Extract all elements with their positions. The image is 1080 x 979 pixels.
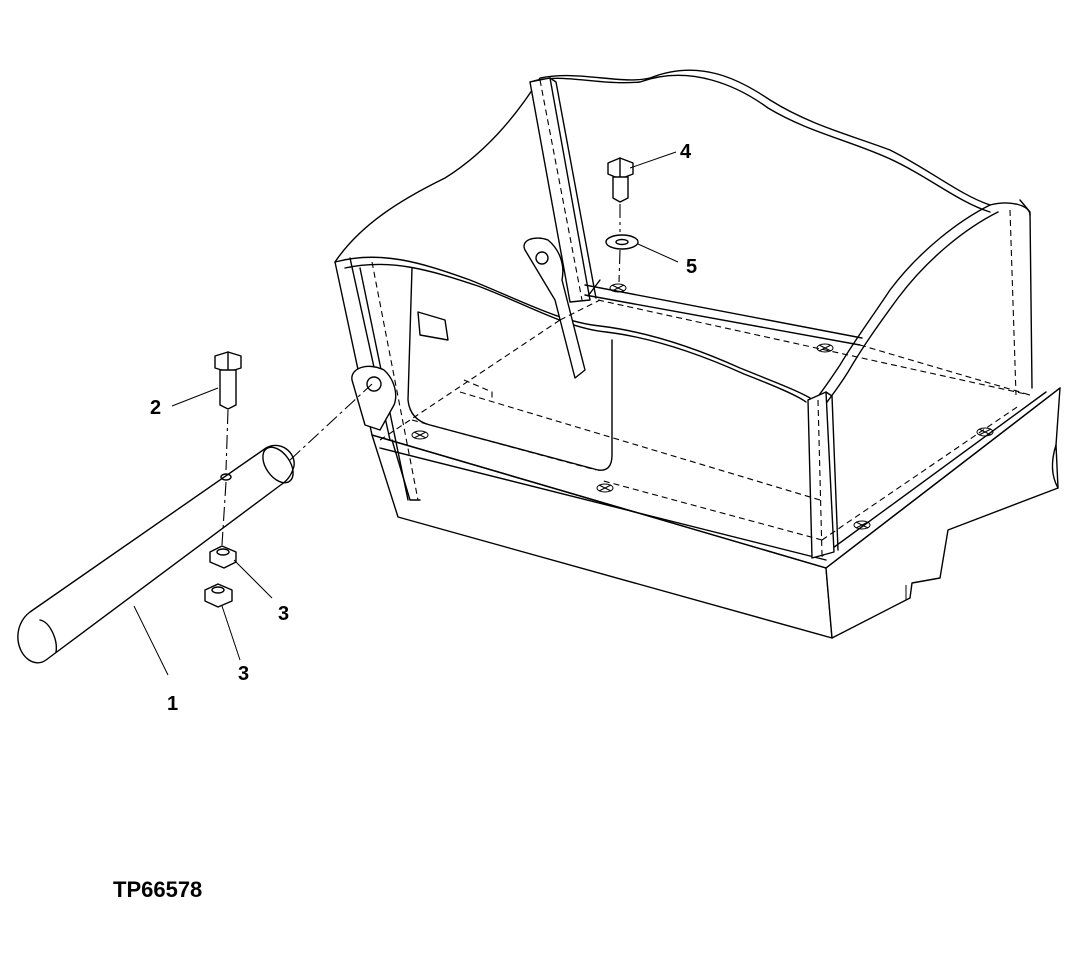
cap-screw-2 xyxy=(214,351,242,546)
cap-screw-4 xyxy=(607,157,634,283)
base-platform xyxy=(371,387,1061,639)
callout-3-upper: 3 xyxy=(278,603,289,625)
leader-lines xyxy=(133,151,679,676)
mount-marks xyxy=(411,283,994,530)
seat-box xyxy=(334,69,1033,559)
figure-id: TP66578 xyxy=(113,877,202,902)
nut-3-upper xyxy=(209,545,237,569)
callout-3-lower: 3 xyxy=(238,663,249,685)
callout-4: 4 xyxy=(680,141,692,163)
pivot-pin xyxy=(17,383,373,664)
callout-1: 1 xyxy=(167,693,178,715)
callout-5: 5 xyxy=(686,256,697,278)
washer-5 xyxy=(605,234,639,250)
nut-3-lower xyxy=(204,583,233,608)
callout-2: 2 xyxy=(150,397,161,419)
